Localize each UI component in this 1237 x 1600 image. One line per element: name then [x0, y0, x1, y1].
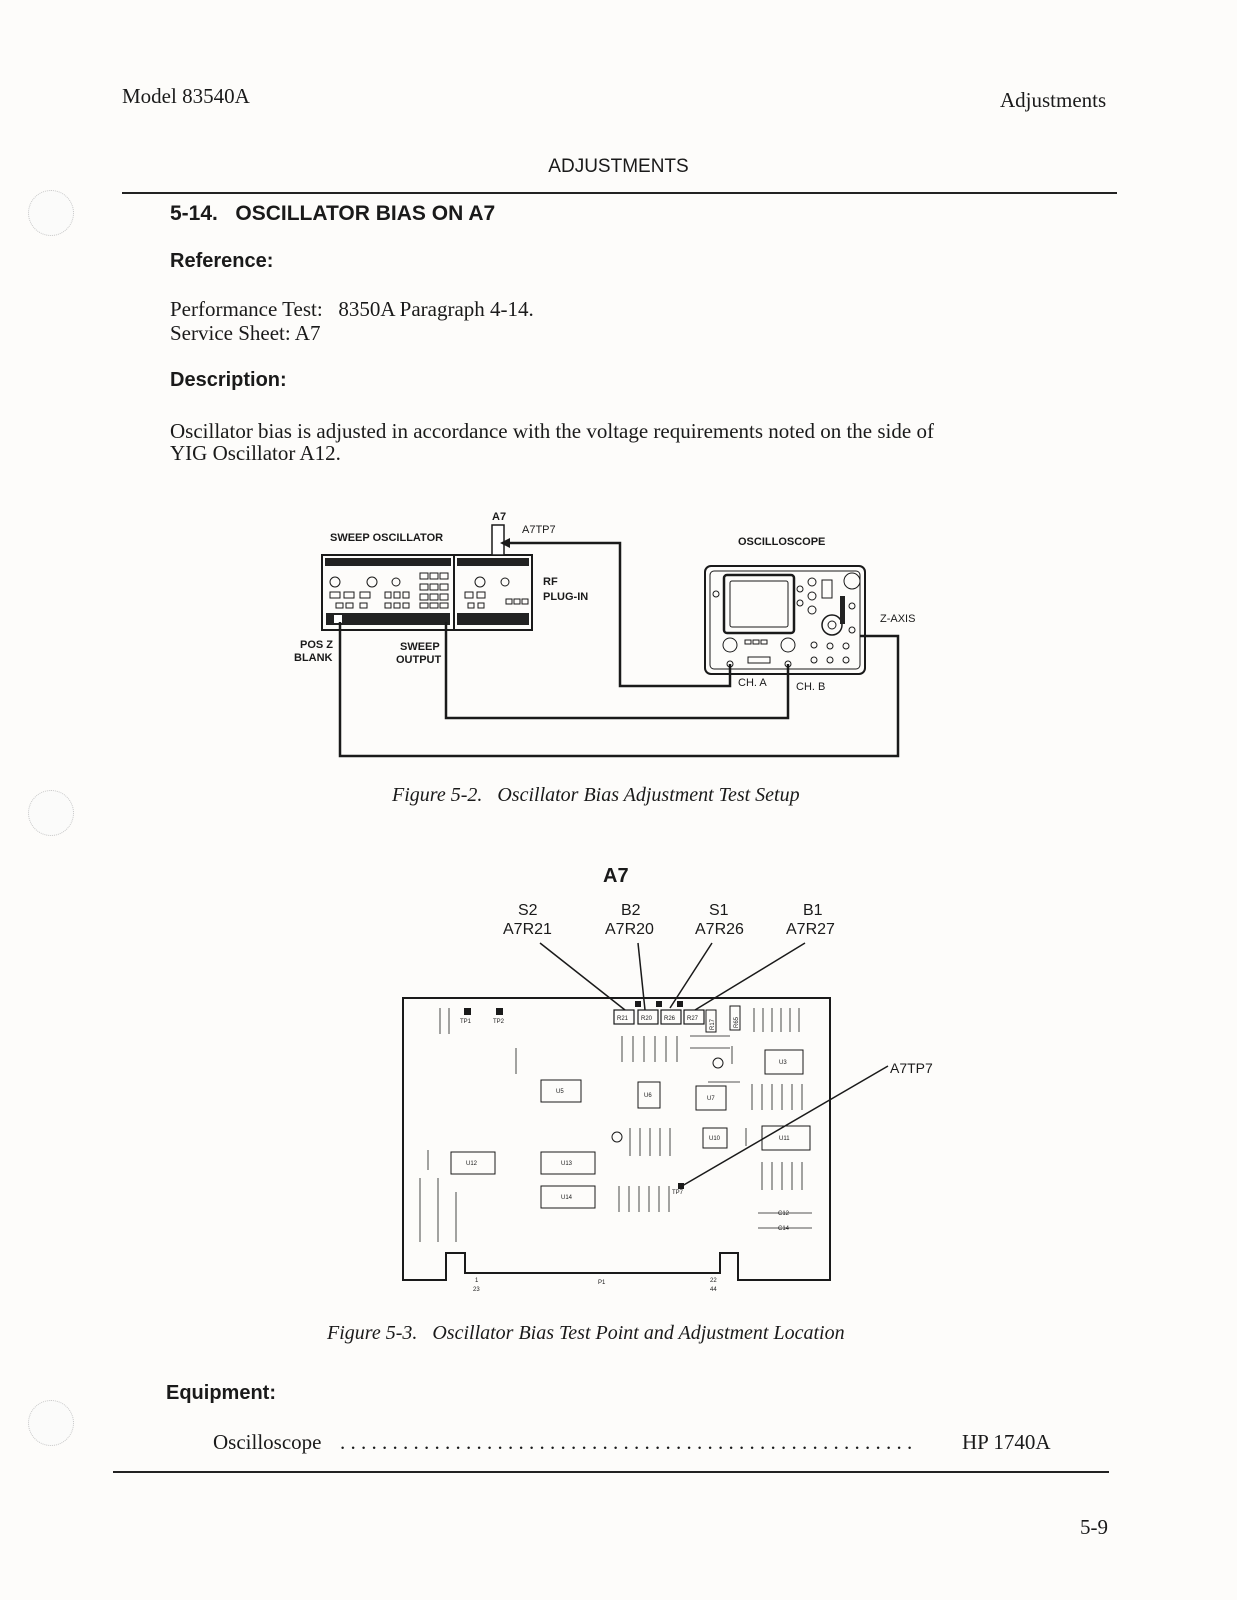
oscilloscope-label: OSCILLOSCOPE — [738, 536, 825, 548]
callout-s1-top: S1 — [709, 902, 729, 919]
top-rule — [122, 192, 1117, 194]
output-label: OUTPUT — [396, 654, 442, 666]
bottom-rule — [113, 1471, 1109, 1473]
u10-label: U10 — [709, 1136, 721, 1142]
test-setup-diagram: SWEEP OSCILLATOR A7 A7TP7 RF PLUG-IN OSC… — [294, 511, 915, 758]
u13-label: U13 — [561, 1161, 573, 1167]
u6-outline — [637, 1081, 661, 1109]
ch-a-label: CH. A — [738, 677, 767, 689]
callout-s2-bottom: A7R21 — [503, 921, 552, 938]
callout-b1-top: B1 — [803, 902, 823, 919]
equipment-heading: Equipment: — [166, 1382, 276, 1404]
pin-1-label: 1 — [475, 1278, 479, 1284]
rf-label: RF — [543, 576, 558, 588]
a7tp7-label: A7TP7 — [522, 524, 556, 536]
tp7-label: TP7 — [672, 1190, 684, 1196]
procedure-title: 5-14. OSCILLATOR BIAS ON A7 — [170, 202, 496, 225]
banner-title: ADJUSTMENTS — [548, 156, 689, 177]
r27-label: R27 — [687, 1016, 699, 1022]
board-outline — [402, 997, 831, 1281]
u11-label: U11 — [779, 1136, 790, 1142]
z-axis-label: Z-AXIS — [880, 613, 915, 625]
u7-outline — [695, 1085, 727, 1111]
u3-outline — [764, 1049, 804, 1075]
callout-s1-bottom: A7R26 — [695, 921, 744, 938]
binder-hole — [28, 790, 74, 836]
oscilloscope-unit — [704, 565, 866, 675]
figure-5-3-caption: Figure 5-3. Oscillator Bias Test Point a… — [327, 1322, 845, 1344]
board-layout-diagram: A7 S2 A7R21 B2 A7R20 S1 A7R26 B1 A7R27 A… — [402, 865, 933, 1293]
callout-b2-top: B2 — [621, 902, 641, 919]
u6-label: U6 — [644, 1093, 652, 1099]
a7-board-extender — [491, 524, 505, 556]
description-heading: Description: — [170, 369, 287, 391]
sweep-oscillator-label: SWEEP OSCILLATOR — [330, 532, 443, 544]
pos-z-label: POS Z — [300, 639, 333, 651]
u13-outline — [540, 1151, 596, 1175]
reference-heading: Reference: — [170, 250, 274, 272]
r21-label: R21 — [617, 1016, 629, 1022]
p1-label: P1 — [598, 1280, 606, 1286]
cable-posz-to-zaxis — [338, 622, 900, 758]
board-title: A7 — [603, 865, 629, 887]
u10-outline — [702, 1127, 728, 1149]
service-sheet-ref: Service Sheet: A7 — [170, 321, 321, 345]
u14-label: U14 — [561, 1195, 573, 1201]
callout-b1-bottom: A7R27 — [786, 921, 835, 938]
u3-label: U3 — [779, 1060, 787, 1066]
u14-outline — [540, 1185, 596, 1209]
r65-label: R65 — [734, 1016, 740, 1028]
description-line-1: Oscillator bias is adjusted in accordanc… — [170, 419, 934, 443]
u5-outline — [540, 1079, 582, 1103]
performance-test-ref: Performance Test: 8350A Paragraph 4-14. — [170, 297, 534, 321]
equipment-model: HP 1740A — [962, 1430, 1051, 1454]
header-model: Model 83540A — [122, 84, 250, 108]
cable-sweep-output-to-chb — [444, 622, 790, 720]
header-section: Adjustments — [1000, 88, 1107, 112]
c14-label: C14 — [778, 1226, 790, 1232]
callout-s2-top: S2 — [518, 902, 538, 919]
u5-label: U5 — [556, 1089, 564, 1095]
r17-label: R17 — [710, 1018, 716, 1030]
tp1-label: TP1 — [460, 1019, 472, 1025]
figure-5-2-caption: Figure 5-2. Oscillator Bias Adjustment T… — [392, 784, 800, 806]
plug-in-label: PLUG-IN — [543, 591, 588, 603]
callout-b2-bottom: A7R20 — [605, 921, 654, 938]
equipment-leader-dots: . . . . . . . . . . . . . . . . . . . . … — [340, 1431, 913, 1453]
blank-label: BLANK — [294, 652, 333, 664]
binder-hole — [28, 190, 74, 236]
binder-hole — [28, 1400, 74, 1446]
cable-a7tp7-to-cha — [507, 541, 732, 688]
u12-label: U12 — [466, 1161, 478, 1167]
description-line-2: YIG Oscillator A12. — [170, 441, 341, 465]
pin-44-label: 44 — [710, 1287, 717, 1293]
pin-23-label: 23 — [473, 1287, 480, 1293]
equipment-item: Oscilloscope — [213, 1430, 322, 1454]
a7-label: A7 — [492, 511, 506, 523]
u11-outline — [761, 1125, 811, 1151]
page-number: 5-9 — [1080, 1515, 1108, 1539]
pin-22-label: 22 — [710, 1278, 717, 1284]
ch-b-label: CH. B — [796, 681, 825, 693]
u12-outline — [450, 1151, 496, 1175]
sweep-label: SWEEP — [400, 641, 440, 653]
u7-label: U7 — [707, 1096, 715, 1102]
tp2-label: TP2 — [493, 1019, 505, 1025]
tp7-pad — [678, 1183, 684, 1189]
r20-label: R20 — [641, 1016, 653, 1022]
r26-label: R26 — [664, 1016, 676, 1022]
c12-label: C12 — [778, 1211, 790, 1217]
a7tp7-callout-label: A7TP7 — [890, 1060, 933, 1076]
